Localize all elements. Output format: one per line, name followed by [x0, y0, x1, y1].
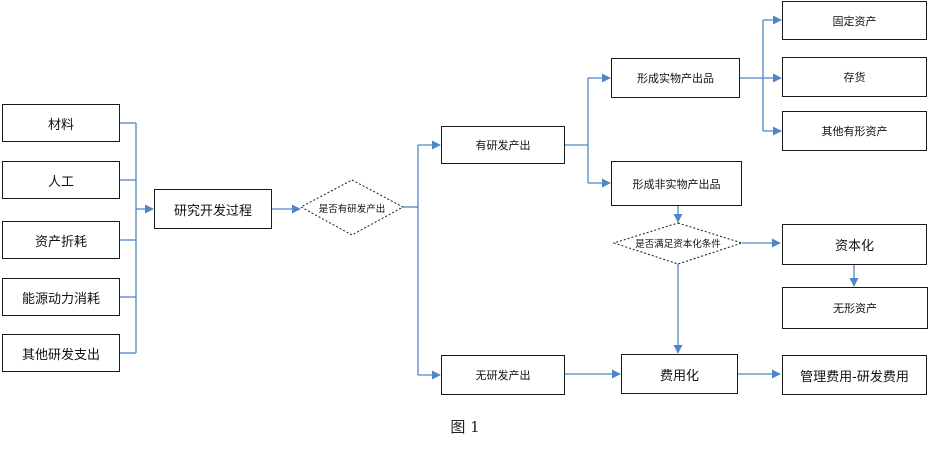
capitalize-box: 资本化 — [782, 224, 927, 265]
inventory-box: 存货 — [782, 57, 927, 97]
input-other-rd: 其他研发支出 — [2, 334, 120, 372]
fixed-assets-box: 固定资产 — [782, 1, 927, 40]
input-materials: 材料 — [2, 104, 120, 142]
input-energy: 能源动力消耗 — [2, 278, 120, 316]
no-output-box: 无研发产出 — [441, 355, 565, 395]
decision-diamond-output — [299, 179, 405, 236]
input-labor: 人工 — [2, 161, 120, 199]
decision-diamond-capitalize — [612, 222, 744, 265]
other-tangible-box: 其他有形资产 — [782, 111, 927, 151]
decision-output-label: 是否有研发产出 — [318, 204, 386, 215]
non-physical-product-box: 形成非实物产出品 — [611, 161, 742, 206]
decision-capitalize-label: 是否满足资本化条件 — [635, 239, 721, 250]
figure-caption: 图 1 — [450, 418, 480, 436]
physical-product-box: 形成实物产出品 — [611, 58, 740, 98]
has-output-box: 有研发产出 — [441, 126, 565, 164]
process-box: 研究开发过程 — [154, 189, 272, 229]
input-asset-depletion: 资产折耗 — [2, 221, 120, 259]
expense-target-box: 管理费用-研发费用 — [782, 355, 927, 395]
expense-box: 费用化 — [621, 354, 738, 394]
intangible-assets-box: 无形资产 — [782, 287, 928, 329]
